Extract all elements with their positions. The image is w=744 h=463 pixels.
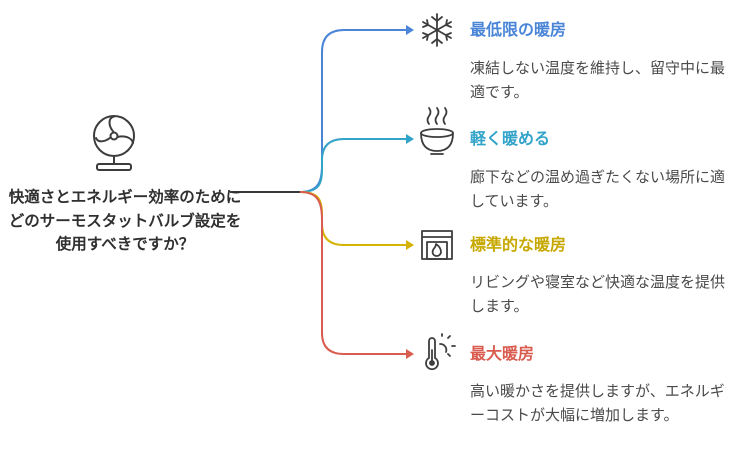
- arrow-maximum: [406, 349, 414, 359]
- arrow-light: [406, 134, 414, 144]
- branch-light: [299, 138, 406, 193]
- branch-standard: [299, 191, 406, 246]
- option-desc-standard: リビングや寝室など快適な温度を提供します。: [470, 273, 726, 315]
- option-desc-minimal: 凍結しない温度を維持し、留守中に最適です。: [470, 59, 726, 101]
- option-title-light: 軽く暖める: [470, 129, 551, 148]
- fireplace-icon: [421, 230, 453, 260]
- option-desc-maximum: 高い暖かさを提供しますが、エネルギーコストが大幅に増加します。: [470, 382, 725, 424]
- arrow-minimal: [406, 25, 414, 35]
- central-question: 快適さとエネルギー効率のためにどのサーモスタットバルブ設定を使用すべきですか？: [8, 188, 242, 253]
- snowflake-icon: [422, 13, 452, 47]
- thermometer-sun-icon: [425, 333, 456, 371]
- branch-minimal: [299, 29, 406, 193]
- option-title-minimal: 最低限の暖房: [470, 20, 567, 39]
- option-title-standard: 標準的な暖房: [470, 235, 567, 254]
- option-title-maximum: 最大暖房: [470, 344, 535, 363]
- option-desc-light: 廊下などの温め過ぎたくない場所に適しています。: [470, 168, 726, 210]
- steaming-bowl-icon: [420, 107, 454, 155]
- branch-maximum: [299, 191, 406, 355]
- fan-icon: [93, 115, 135, 171]
- arrow-standard: [406, 240, 414, 250]
